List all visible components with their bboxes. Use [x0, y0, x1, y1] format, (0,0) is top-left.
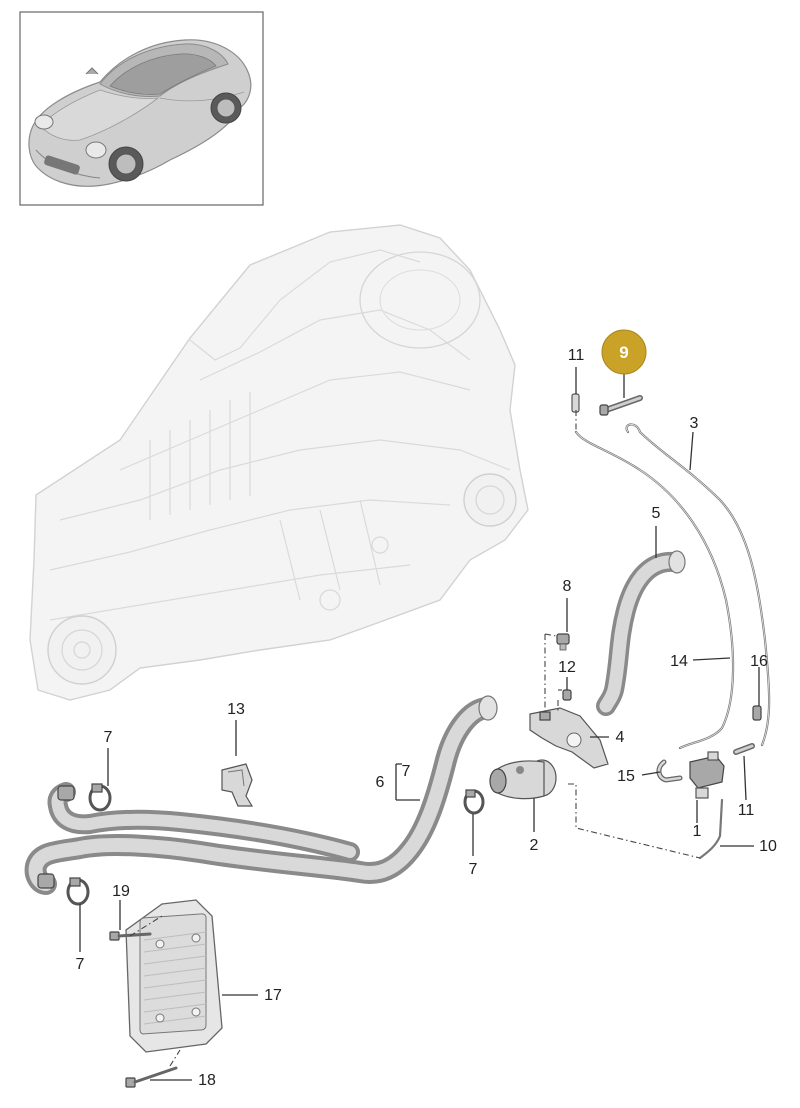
callout-18[interactable]: 18	[198, 1072, 216, 1089]
callout-17[interactable]: 17	[264, 987, 282, 1004]
callout-3[interactable]: 3	[690, 415, 699, 432]
callout-11-bottom[interactable]: 11	[738, 802, 755, 819]
callout-9: 9	[619, 343, 628, 362]
part-1-valve[interactable]	[689, 751, 725, 799]
part-2-thermostat[interactable]	[489, 759, 557, 800]
callout-7-left-bottom[interactable]: 7	[76, 956, 85, 973]
part-16-fitting[interactable]	[752, 705, 762, 721]
callout-6[interactable]: 6	[376, 774, 385, 791]
clamp-hose-end-left	[37, 785, 75, 889]
callout-1[interactable]: 1	[693, 823, 702, 840]
part-14-line[interactable]	[574, 430, 735, 750]
callout-16[interactable]: 16	[750, 653, 768, 670]
callout-2[interactable]: 2	[530, 837, 539, 854]
part-17-oil-cooler[interactable]	[125, 899, 223, 1053]
callout-4[interactable]: 4	[616, 729, 625, 746]
transmission-ghost-illustration	[29, 224, 529, 701]
callout-11-top[interactable]: 11	[568, 347, 585, 364]
part-18-bolt[interactable]	[125, 1066, 178, 1088]
part-15-hose[interactable]	[656, 759, 683, 783]
callout-5[interactable]: 5	[652, 505, 661, 522]
part-11-bottom-fitting[interactable]	[733, 743, 755, 755]
part-7-clamp-left-top[interactable]	[88, 783, 112, 812]
part-7-clamp-center[interactable]	[463, 789, 485, 815]
callout-19[interactable]: 19	[112, 883, 130, 900]
part-3-line[interactable]	[625, 423, 771, 747]
part-11-top-fitting[interactable]	[571, 393, 580, 413]
callout-14[interactable]: 14	[670, 653, 688, 670]
callout-labels: 11 3 5 8 12 14 16 4 13 15 11 1 2 10 6 7 …	[76, 347, 777, 1089]
part-9-hose-piece[interactable]	[599, 395, 643, 416]
part-10-line[interactable]	[698, 798, 724, 860]
callout-7-bracket[interactable]: 7	[402, 763, 411, 780]
part-4-bracket[interactable]	[529, 707, 609, 769]
part-12-bolt[interactable]	[562, 689, 572, 701]
part-19-bolt[interactable]	[109, 931, 152, 941]
part-13-bracket[interactable]	[221, 763, 254, 807]
assembly-guide-lines	[129, 410, 701, 1067]
part-5-hose[interactable]	[596, 550, 686, 716]
part-6-hose-assembly[interactable]	[24, 695, 498, 895]
callout-7-left-top[interactable]: 7	[104, 729, 113, 746]
vehicle-thumbnail[interactable]	[19, 11, 264, 206]
car-illustration	[28, 39, 252, 187]
callout-15[interactable]: 15	[617, 768, 635, 785]
callout-12[interactable]: 12	[558, 659, 576, 676]
highlighted-part-badge[interactable]: 9	[601, 329, 647, 375]
callout-13[interactable]: 13	[227, 701, 245, 718]
callout-7-center[interactable]: 7	[469, 861, 478, 878]
callout-10[interactable]: 10	[759, 838, 777, 855]
part-7-clamp-left-bottom[interactable]	[66, 877, 90, 906]
leader-lines	[79, 367, 760, 1081]
part-8-bolt[interactable]	[556, 633, 570, 651]
callout-8[interactable]: 8	[563, 578, 572, 595]
